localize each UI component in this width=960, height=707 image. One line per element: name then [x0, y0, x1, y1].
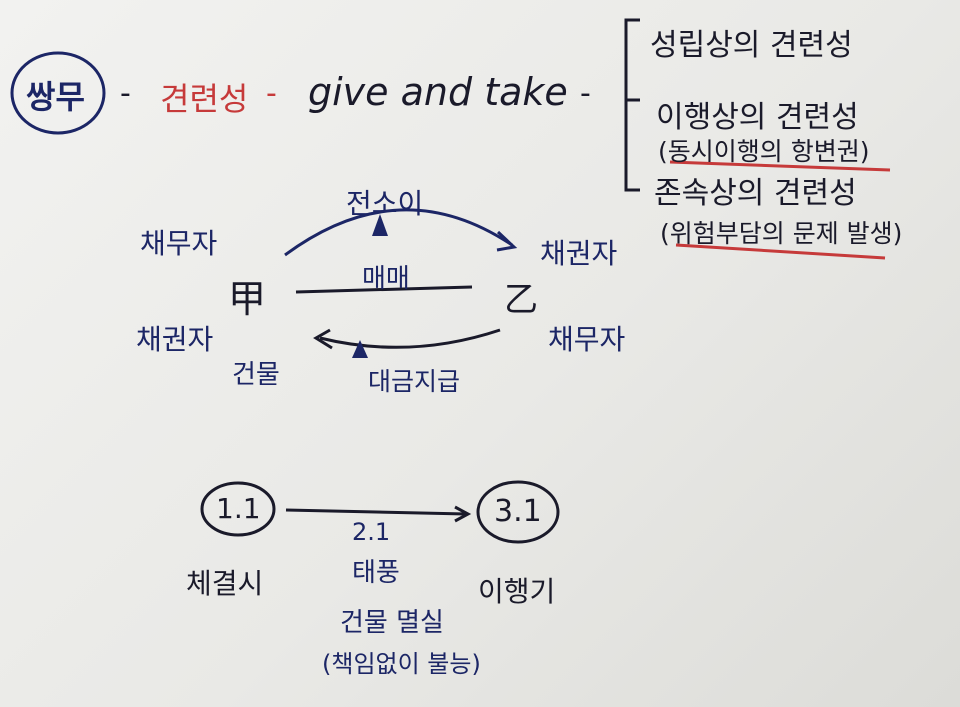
heading-dash-2: -	[266, 76, 277, 111]
left-bottom-role: 채권자	[136, 323, 214, 356]
main-term: 쌍무	[26, 78, 85, 116]
heading-dash-1: -	[120, 76, 131, 111]
top-arrowhead	[496, 230, 518, 252]
branch-2-note: (동시이행의 항변권)	[658, 137, 870, 166]
payment-marker	[352, 340, 368, 358]
mid-note-2: (책임없이 불능)	[322, 650, 481, 678]
branch-3-label: 존속상의 견련성	[654, 176, 857, 211]
left-top-role: 채무자	[140, 227, 218, 260]
heading-dash-3: -	[580, 76, 591, 111]
bottom-arrow-label: 대금지급	[368, 367, 461, 396]
payment-arrowhead	[313, 328, 333, 350]
timeline-line	[285, 508, 467, 516]
branch-1-label: 성립상의 견련성	[650, 28, 853, 63]
left-party: 甲	[228, 277, 267, 321]
end-label: 이행기	[478, 575, 556, 608]
right-bottom-role: 채무자	[548, 323, 626, 356]
branch-3-note: (위험부담의 문제 발생)	[660, 219, 903, 248]
branch-2-label: 이행상의 견련성	[656, 100, 859, 135]
mid-label: 태풍	[352, 558, 400, 588]
branch-bracket	[624, 18, 640, 192]
right-top-role: 채권자	[540, 237, 618, 270]
right-party: 乙	[504, 280, 538, 320]
mid-date: 2.1	[352, 518, 391, 546]
concept-term: 견련성	[160, 80, 249, 118]
timeline-arrowhead	[454, 505, 472, 523]
give-and-take-phrase: give and take	[308, 70, 568, 114]
end-date: 3.1	[494, 494, 542, 529]
start-label: 체결시	[186, 567, 264, 600]
start-date: 1.1	[216, 492, 261, 525]
top-arrow-label: 전소이	[346, 187, 424, 220]
middle-label: 매매	[362, 264, 410, 294]
payment-arrow	[319, 328, 501, 349]
mid-note-1: 건물 멸실	[340, 608, 444, 638]
left-bottom-object: 건물	[232, 360, 280, 390]
